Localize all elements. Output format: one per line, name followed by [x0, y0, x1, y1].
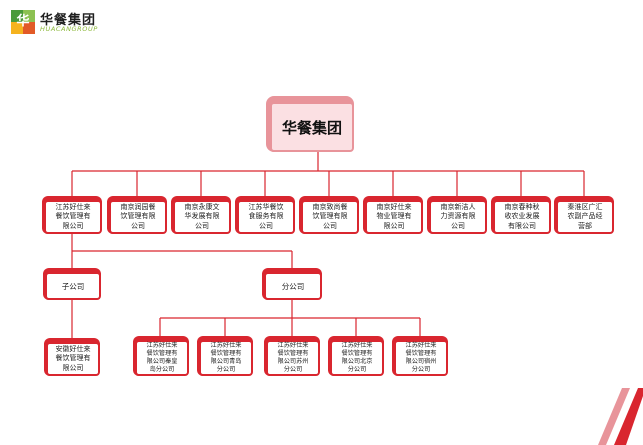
branch-node[interactable]: 江苏好仕来 餐饮管理有 限公司苏州 分公司	[264, 336, 320, 376]
subsidiary-node[interactable]: 南京永康文 华发展有限 公司	[171, 196, 231, 234]
subsidiary-label: 南京好仕来 物业管理有 限公司	[376, 202, 412, 230]
group-node-subsidiary[interactable]: 子公司	[43, 268, 101, 300]
decorative-stripes	[598, 388, 643, 445]
subsidiary-label: 南京致尚餐 饮管理有限 公司	[312, 202, 348, 230]
subsidiary-label: 江苏华餐饮 食服务有限 公司	[248, 202, 284, 230]
root-node[interactable]: 华餐集团	[266, 96, 354, 152]
branch-node[interactable]: 江苏好仕来 餐饮管理有 限公司青岛 分公司	[197, 336, 253, 376]
branch-label: 江苏好仕来 餐饮管理有 限公司秦皇 岛分公司	[146, 341, 178, 374]
group-node-branch[interactable]: 分公司	[262, 268, 322, 300]
subsidiary-label: 江苏好仕来 餐饮管理有 限公司	[55, 202, 91, 230]
branch-label: 江苏好仕来 餐饮管理有 限公司青岛 分公司	[210, 341, 242, 374]
subsidiary-node[interactable]: 南京春种秋 收农业发展 有限公司	[491, 196, 551, 234]
brand-subtitle: HUACANGROUP	[40, 25, 98, 33]
logo-icon: 华	[11, 10, 35, 34]
branch-node[interactable]: 江苏好仕来 餐饮管理有 限公司宿州 分公司	[392, 336, 448, 376]
subsidiary-node[interactable]: 南京好仕来 物业管理有 限公司	[363, 196, 423, 234]
branch-node[interactable]: 江苏好仕来 餐饮管理有 限公司北京 分公司	[328, 336, 384, 376]
subsidiary-node[interactable]: 江苏华餐饮 食服务有限 公司	[235, 196, 295, 234]
subsidiary-label: 南京永康文 华发展有限 公司	[184, 202, 220, 230]
child-company-label: 安徽好仕来 餐饮管理有 限公司	[55, 344, 91, 372]
subsidiary-node[interactable]: 南京致尚餐 饮管理有限 公司	[299, 196, 359, 234]
logo-glyph: 华	[16, 14, 30, 29]
subsidiary-node[interactable]: 南京润园餐 饮管理有限 公司	[107, 196, 167, 234]
root-label: 华餐集团	[281, 118, 342, 137]
group-label: 子公司	[61, 281, 85, 291]
child-company-node[interactable]: 安徽好仕来 餐饮管理有 限公司	[44, 338, 100, 376]
subsidiary-node[interactable]: 江苏好仕来 餐饮管理有 限公司	[42, 196, 102, 234]
subsidiary-node[interactable]: 南京新洁人 力资源有限 公司	[427, 196, 487, 234]
subsidiary-label: 南京润园餐 饮管理有限 公司	[120, 202, 156, 230]
subsidiary-label: 秦淮区广汇 农副产品经 营部	[567, 202, 603, 230]
brand-name: 华餐集团	[40, 13, 97, 28]
branch-label: 江苏好仕来 餐饮管理有 限公司苏州 分公司	[277, 341, 309, 374]
brand-logo: 华 华餐集团 HUACANGROUP	[11, 10, 141, 36]
branch-label: 江苏好仕来 餐饮管理有 限公司宿州 分公司	[405, 341, 437, 374]
subsidiary-label: 南京春种秋 收农业发展 有限公司	[504, 202, 540, 230]
branch-label: 江苏好仕来 餐饮管理有 限公司北京 分公司	[341, 341, 373, 374]
subsidiary-label: 南京新洁人 力资源有限 公司	[440, 202, 476, 230]
group-label: 分公司	[281, 281, 305, 291]
subsidiary-node[interactable]: 秦淮区广汇 农副产品经 营部	[554, 196, 614, 234]
branch-node[interactable]: 江苏好仕来 餐饮管理有 限公司秦皇 岛分公司	[133, 336, 189, 376]
